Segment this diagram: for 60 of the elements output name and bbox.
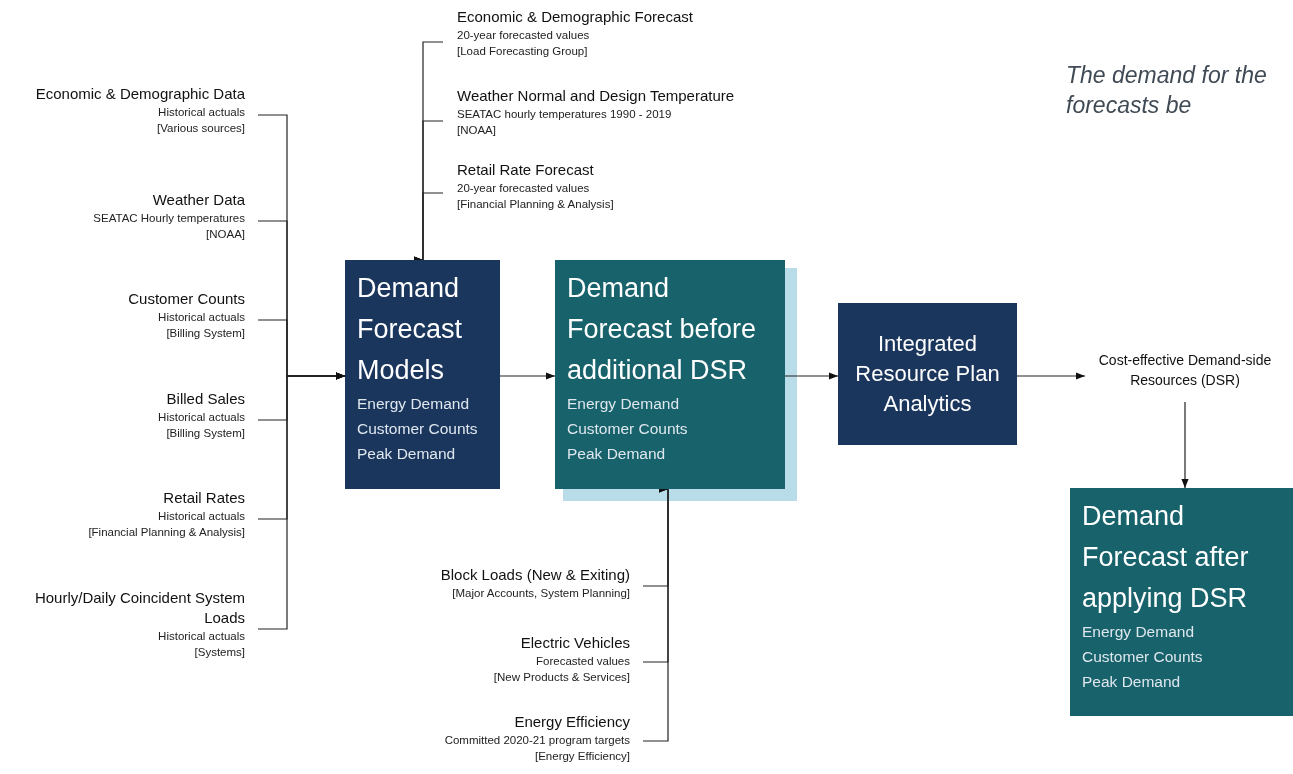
input-detail: [Billing System] [166, 426, 245, 441]
input-detail: Historical actuals [158, 105, 245, 120]
input-detail: [Various sources] [157, 121, 245, 136]
input-detail: [Systems] [194, 645, 245, 660]
connector-arrow [642, 488, 672, 742]
input-detail: 20-year forecasted values [457, 181, 590, 196]
input-detail: SEATAC hourly temperatures 1990 - 2019 [457, 107, 672, 122]
input-title: Weather Data [152, 190, 245, 210]
input-detail: [Energy Efficiency] [534, 749, 630, 764]
input-detail: Forecasted values [536, 654, 630, 669]
box-item: Customer Counts [357, 419, 479, 439]
input-title: Hourly/Daily Coincident System Loads [33, 588, 245, 628]
input-title: Billed Sales [166, 389, 245, 409]
input-detail: [New Products & Services] [493, 670, 630, 685]
input-title: Energy Efficiency [514, 712, 630, 732]
input-detail: [NOAA] [206, 227, 245, 242]
connector-arrow [499, 372, 556, 380]
input-detail: SEATAC Hourly temperatures [93, 211, 245, 226]
connector-arrow [784, 372, 839, 380]
box-item: Customer Counts [567, 419, 689, 439]
input-detail: 20-year forecasted values [457, 28, 590, 43]
connector-arrow [1181, 401, 1189, 489]
input-detail: Historical actuals [158, 509, 245, 524]
input-title: Economic & Demographic Forecast [457, 7, 693, 27]
input-detail: [NOAA] [457, 123, 496, 138]
input-detail: Historical actuals [158, 310, 245, 325]
box-item: Energy Demand [357, 394, 470, 414]
output-label: Cost-effective Demand-side Resources (DSR) [1097, 351, 1273, 390]
process-box [555, 260, 785, 489]
input-title: Block Loads (New & Exiting) [440, 565, 630, 585]
input-title: Electric Vehicles [520, 633, 630, 653]
input-detail: [Financial Planning & Analysis] [88, 525, 245, 540]
input-title: Weather Normal and Design Temperature [457, 86, 735, 106]
box-item: Energy Demand [567, 394, 680, 414]
input-detail: [Billing System] [166, 326, 245, 341]
box-item: Peak Demand [567, 444, 667, 464]
input-title: Retail Rate Forecast [457, 160, 594, 180]
input-title: Economic & Demographic Data [35, 84, 245, 104]
box-title: Demand Forecast after applying DSR [1082, 500, 1250, 615]
box-item: Peak Demand [357, 444, 457, 464]
box-title: Demand Forecast Models [357, 272, 464, 387]
input-detail: Historical actuals [158, 410, 245, 425]
input-title: Retail Rates [163, 488, 245, 508]
box-item: Customer Counts [1082, 647, 1204, 667]
input-detail: [Financial Planning & Analysis] [457, 197, 614, 212]
note-text: The demand for the forecasts be [1066, 61, 1268, 120]
input-detail: Historical actuals [158, 629, 245, 644]
input-detail: [Major Accounts, System Planning] [452, 586, 630, 601]
input-detail: [Load Forecasting Group] [457, 44, 588, 59]
connector-arrow [257, 372, 346, 630]
process-box [838, 303, 1017, 445]
process-box [345, 260, 500, 489]
box-title: Demand Forecast before additional DSR [567, 272, 758, 387]
input-title: Customer Counts [128, 289, 245, 309]
box-item: Peak Demand [1082, 672, 1182, 692]
box-title: Integrated Resource Plan Analytics [854, 330, 1001, 418]
connector-arrow [1016, 372, 1086, 380]
box-item: Energy Demand [1082, 622, 1195, 642]
input-detail: Committed 2020-21 program targets [444, 733, 630, 748]
process-box [1070, 488, 1293, 716]
